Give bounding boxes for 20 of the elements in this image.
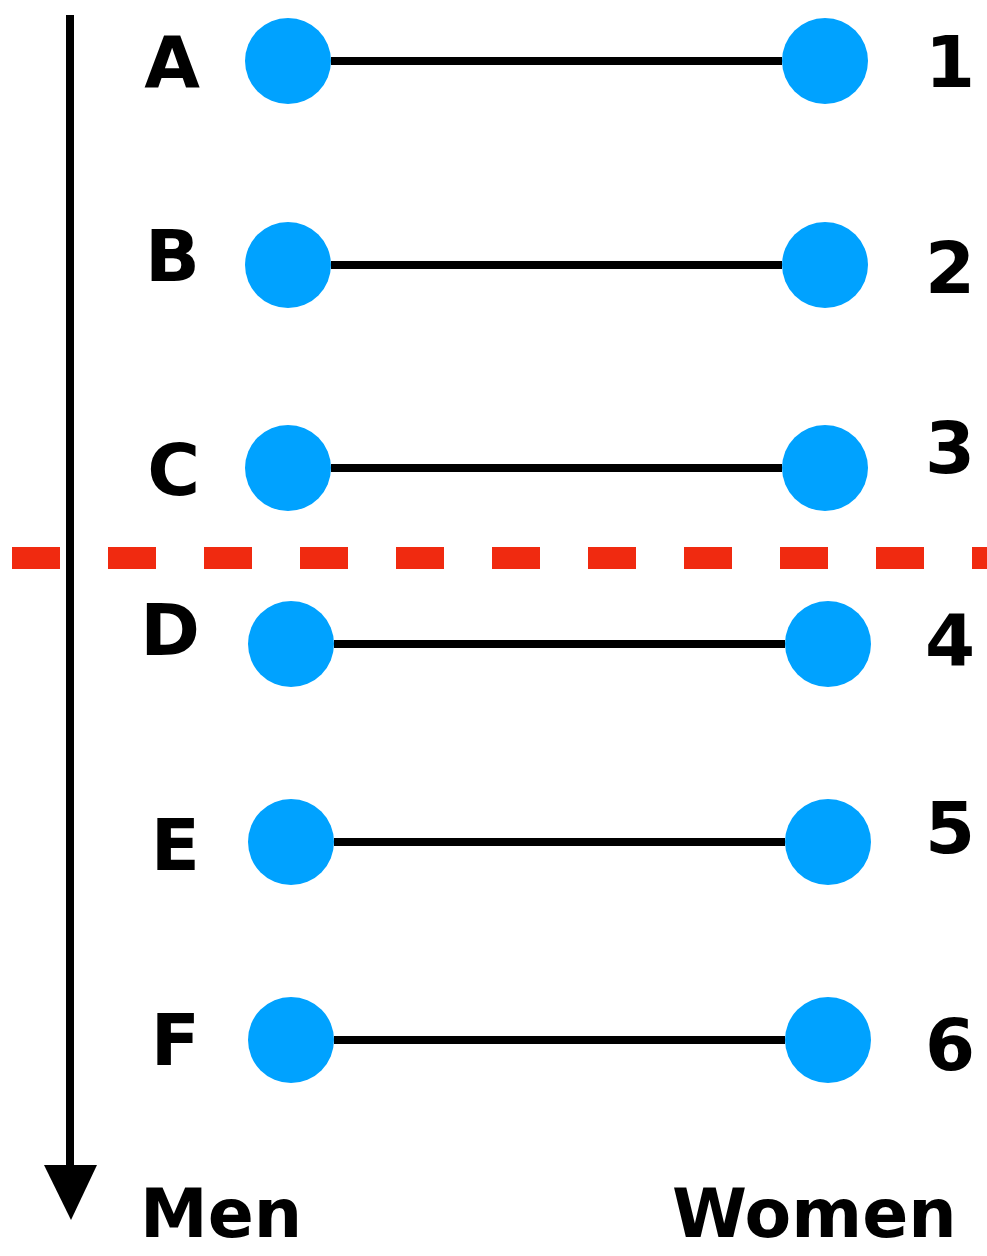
connector-line: [334, 640, 785, 648]
connector-line: [334, 1036, 785, 1044]
row-number: 1: [925, 26, 976, 98]
axis-label: Women: [672, 1180, 957, 1248]
row-number: 2: [925, 232, 976, 304]
row-number: 3: [925, 412, 976, 484]
row-number: 4: [925, 604, 976, 676]
row-number: 6: [925, 1009, 976, 1081]
connector-line: [331, 261, 782, 269]
row-letter: C: [147, 434, 200, 506]
connector-line: [331, 57, 782, 65]
connector-line: [334, 838, 785, 846]
row-letter: B: [145, 220, 200, 292]
connector-line: [331, 464, 782, 472]
row-number: 5: [925, 792, 976, 864]
row-letter: E: [150, 809, 200, 881]
row-letter: F: [150, 1004, 200, 1076]
row-letter: D: [140, 594, 200, 666]
axis-label: Men: [140, 1180, 303, 1248]
row-letter: A: [144, 26, 200, 98]
